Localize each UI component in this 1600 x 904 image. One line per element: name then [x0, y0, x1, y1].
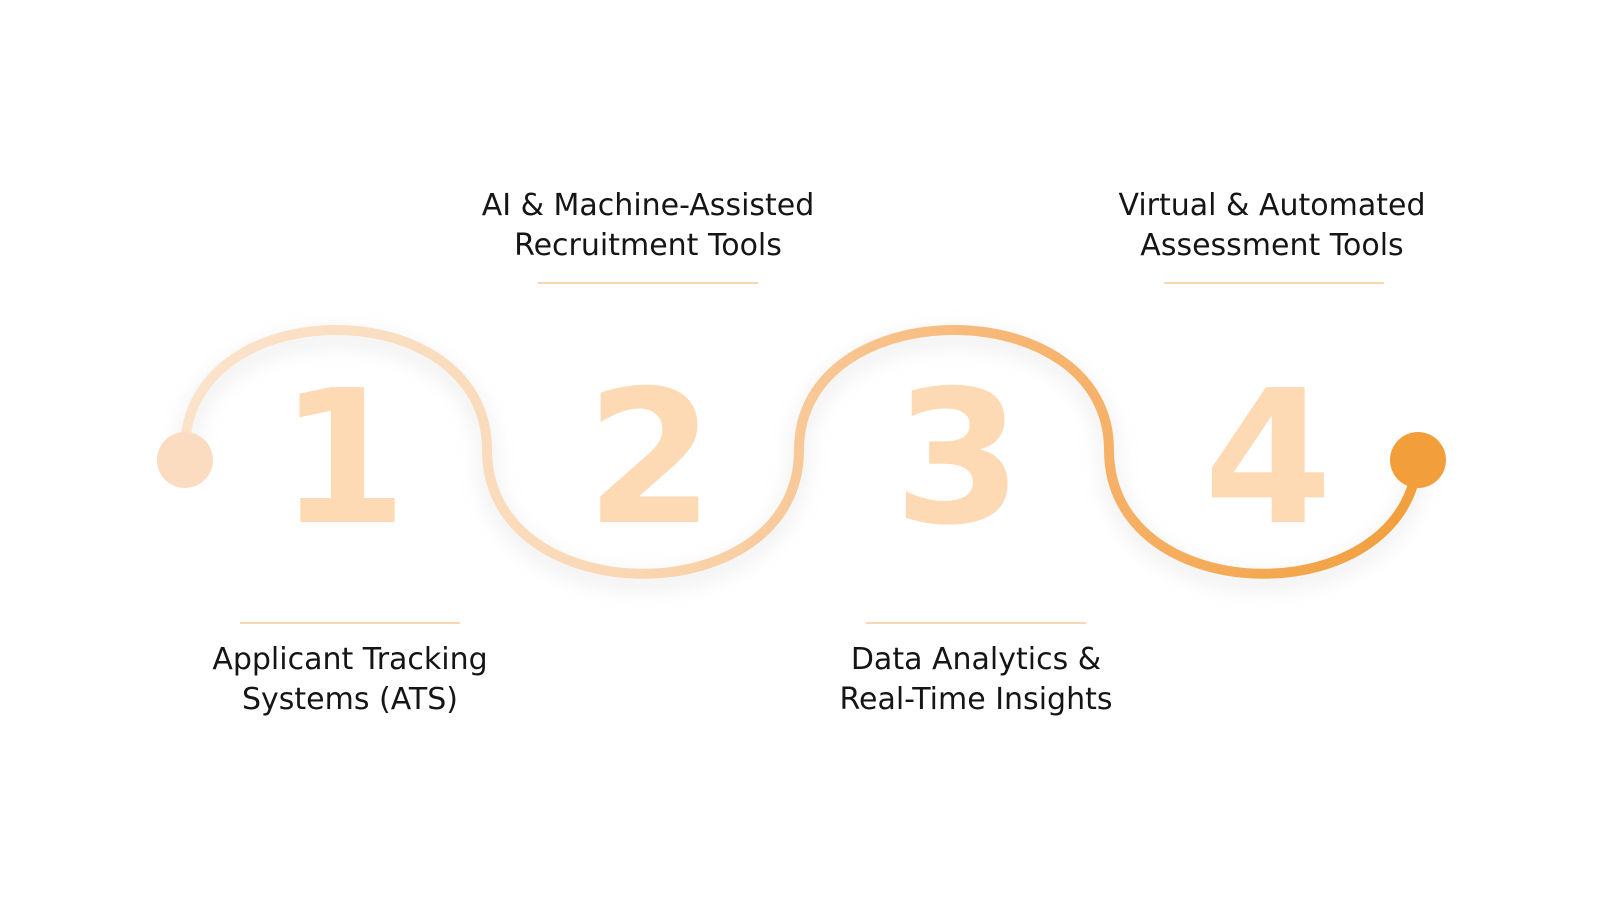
step-2-title: AI & Machine-Assisted Recruitment Tools — [458, 186, 838, 266]
step-number-1: 1 — [279, 350, 408, 566]
step-2-divider — [538, 282, 758, 284]
wave-path — [180, 325, 1423, 579]
step-number-3: 3 — [894, 350, 1023, 566]
step-4-divider — [1164, 282, 1384, 284]
step-number-4: 4 — [1204, 350, 1333, 566]
step-4-title-line-1: Virtual & Automated — [1118, 188, 1426, 223]
step-2-title-line-1: AI & Machine-Assisted — [481, 188, 815, 223]
step-3-title: Data Analytics & Real-Time Insights — [786, 640, 1166, 720]
step-1-title-line-2: Systems (ATS) — [241, 682, 458, 717]
step-3-title-line-2: Real-Time Insights — [839, 682, 1113, 717]
step-1-title: Applicant Tracking Systems (ATS) — [160, 640, 540, 720]
step-4-title-line-2: Assessment Tools — [1140, 228, 1404, 263]
step-1-divider — [240, 622, 460, 624]
end-dot-icon — [1390, 432, 1446, 488]
start-dot-icon — [157, 432, 213, 488]
step-3-divider — [866, 622, 1086, 624]
step-2-title-line-2: Recruitment Tools — [514, 228, 782, 263]
step-1-title-line-1: Applicant Tracking — [212, 642, 488, 677]
step-4-title: Virtual & Automated Assessment Tools — [1082, 186, 1462, 266]
step-3-title-line-1: Data Analytics & — [850, 642, 1102, 677]
step-number-2: 2 — [586, 350, 715, 566]
